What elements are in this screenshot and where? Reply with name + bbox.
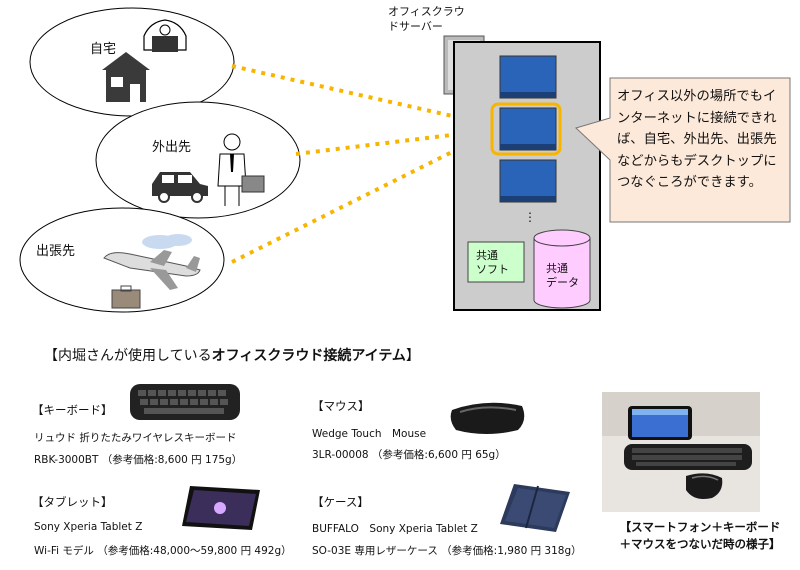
callout-text: オフィス以外の場所でもインターネットに接続できれば、自宅、外出先、出張先などから… [617, 89, 777, 190]
more-desktops-ellipsis: ⋮ [524, 210, 536, 224]
trip-label: 出張先 [36, 244, 76, 259]
keyboard-line1: リュウド 折りたたみワイヤレスキーボード [34, 432, 237, 444]
desktop-2 [499, 107, 557, 151]
callout-bubble [575, 77, 791, 223]
setup-photo [602, 392, 760, 512]
keyboard-image [130, 384, 240, 420]
businessman-icon [217, 133, 265, 206]
shared-software-box [467, 241, 525, 283]
connection-lines [231, 64, 477, 264]
server-label: オフィスクラウ ドサーバー [388, 4, 465, 34]
photo-caption-line2: ＋マウスをつないだ時の様子】 [619, 537, 781, 551]
keyboard-line2: RBK-3000BT （参考価格:8,600 円 175g） [34, 454, 243, 466]
house-icon [102, 52, 150, 102]
desktop-1 [499, 55, 557, 99]
case-line2: SO-03E 専用レザーケース （参考価格:1,980 円 318g） [312, 545, 582, 557]
items-heading: 【内堀さんが使用しているオフィスクラウド接続アイテム】 [44, 348, 420, 364]
tablet-line2: Wi-Fi モデル （参考価格:48,000～59,800 円 492g） [34, 545, 292, 557]
shared-software-label: 共通 ソフト [476, 249, 509, 276]
suitcase-icon [111, 285, 141, 309]
mouse-title: 【マウス】 [312, 399, 370, 413]
tablet-title: 【タブレット】 [32, 495, 113, 509]
case-image [500, 484, 570, 532]
mouse-line1: Wedge Touch Mouse [312, 428, 427, 440]
keyboard-title: 【キーボード】 [32, 403, 113, 417]
case-line1: BUFFALO Sony Xperia Tablet Z [312, 523, 478, 535]
mouse-line2: 3LR-00008 （参考価格:6,600 円 65g） [312, 449, 506, 461]
home-worker-icon [143, 19, 187, 52]
outing-label: 外出先 [152, 140, 192, 155]
airplane-icon [103, 234, 201, 290]
tablet-image [182, 486, 260, 530]
mouse-image [450, 402, 525, 434]
cloud-diagram [19, 7, 791, 313]
shared-data-label: 共通 データ [546, 262, 579, 289]
server-label-line2: ドサーバー [388, 20, 443, 33]
server-label-line1: オフィスクラウ [388, 5, 465, 18]
tablet-line1: Sony Xperia Tablet Z [34, 521, 143, 533]
shared-data-cylinder [533, 229, 591, 309]
photo-caption: 【スマートフォン＋キーボード ＋マウスをつないだ時の様子】 [605, 519, 795, 553]
car-icon [152, 172, 208, 203]
photo-caption-line1: 【スマートフォン＋キーボード [619, 520, 781, 534]
case-title: 【ケース】 [312, 495, 369, 509]
home-label: 自宅 [90, 42, 117, 57]
highlight-frame [490, 102, 562, 156]
desktop-3 [499, 159, 557, 203]
